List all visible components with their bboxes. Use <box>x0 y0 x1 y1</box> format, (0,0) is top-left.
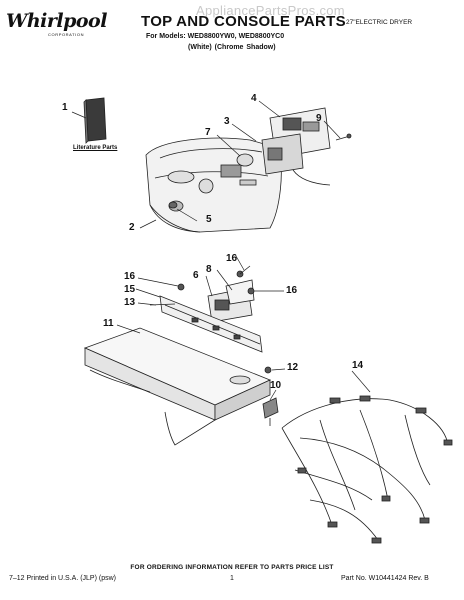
brand-logo: Whirlpool <box>6 10 107 32</box>
callout-14: 14 <box>352 360 364 371</box>
top-panel <box>83 327 272 446</box>
console-panel <box>145 137 282 233</box>
brand-sub: CORPORATION <box>48 32 85 37</box>
print-info: 7–12 Printed in U.S.A. (JLP) (psw) <box>9 575 116 582</box>
callout-15: 15 <box>124 284 136 295</box>
control-knob <box>168 200 184 212</box>
user-interface-housing <box>261 133 304 175</box>
callout-10: 10 <box>270 380 282 391</box>
light-pipe <box>236 153 254 167</box>
console-wire <box>292 169 331 186</box>
callout-16-right: 16 <box>286 285 298 296</box>
callout-1: 1 <box>62 102 68 113</box>
callout-3: 3 <box>224 116 230 127</box>
screw <box>335 133 352 141</box>
wire-harness <box>281 395 453 544</box>
callout-11: 11 <box>103 318 114 329</box>
bracket-assembly <box>207 279 255 323</box>
callout-7: 7 <box>205 127 211 138</box>
product-type: 27"ELECTRIC DRYER <box>346 19 413 26</box>
literature-parts-label: Literature Parts <box>73 145 118 151</box>
callout-13: 13 <box>124 297 136 308</box>
screw-12 <box>264 366 272 374</box>
part-number: Part No. W10441424 Rev. B <box>341 575 429 582</box>
leader-lines <box>71 100 371 401</box>
colors-line: (White) (Chrome Shadow) <box>188 44 276 51</box>
page-title: TOP AND CONSOLE PARTS <box>141 13 346 30</box>
callout-12: 12 <box>287 362 299 373</box>
callout-9: 9 <box>316 113 322 124</box>
ordering-info: FOR ORDERING INFORMATION REFER TO PARTS … <box>130 564 334 571</box>
terminal-clip <box>262 397 279 426</box>
callout-2: 2 <box>129 222 135 233</box>
callout-6: 6 <box>193 270 199 281</box>
callout-4: 4 <box>251 93 257 104</box>
callout-16-left: 16 <box>124 271 136 282</box>
literature-parts-booklet <box>83 97 107 144</box>
callout-16-top: 16 <box>226 253 238 264</box>
callout-8: 8 <box>206 264 212 275</box>
callout-5: 5 <box>206 214 212 225</box>
console-channel <box>149 295 263 353</box>
models-line: For Models: WED8800YW0, WED8800YC0 <box>146 33 285 40</box>
watermark: AppliancePartsPros.com <box>196 3 345 18</box>
page-number: 1 <box>230 575 234 582</box>
